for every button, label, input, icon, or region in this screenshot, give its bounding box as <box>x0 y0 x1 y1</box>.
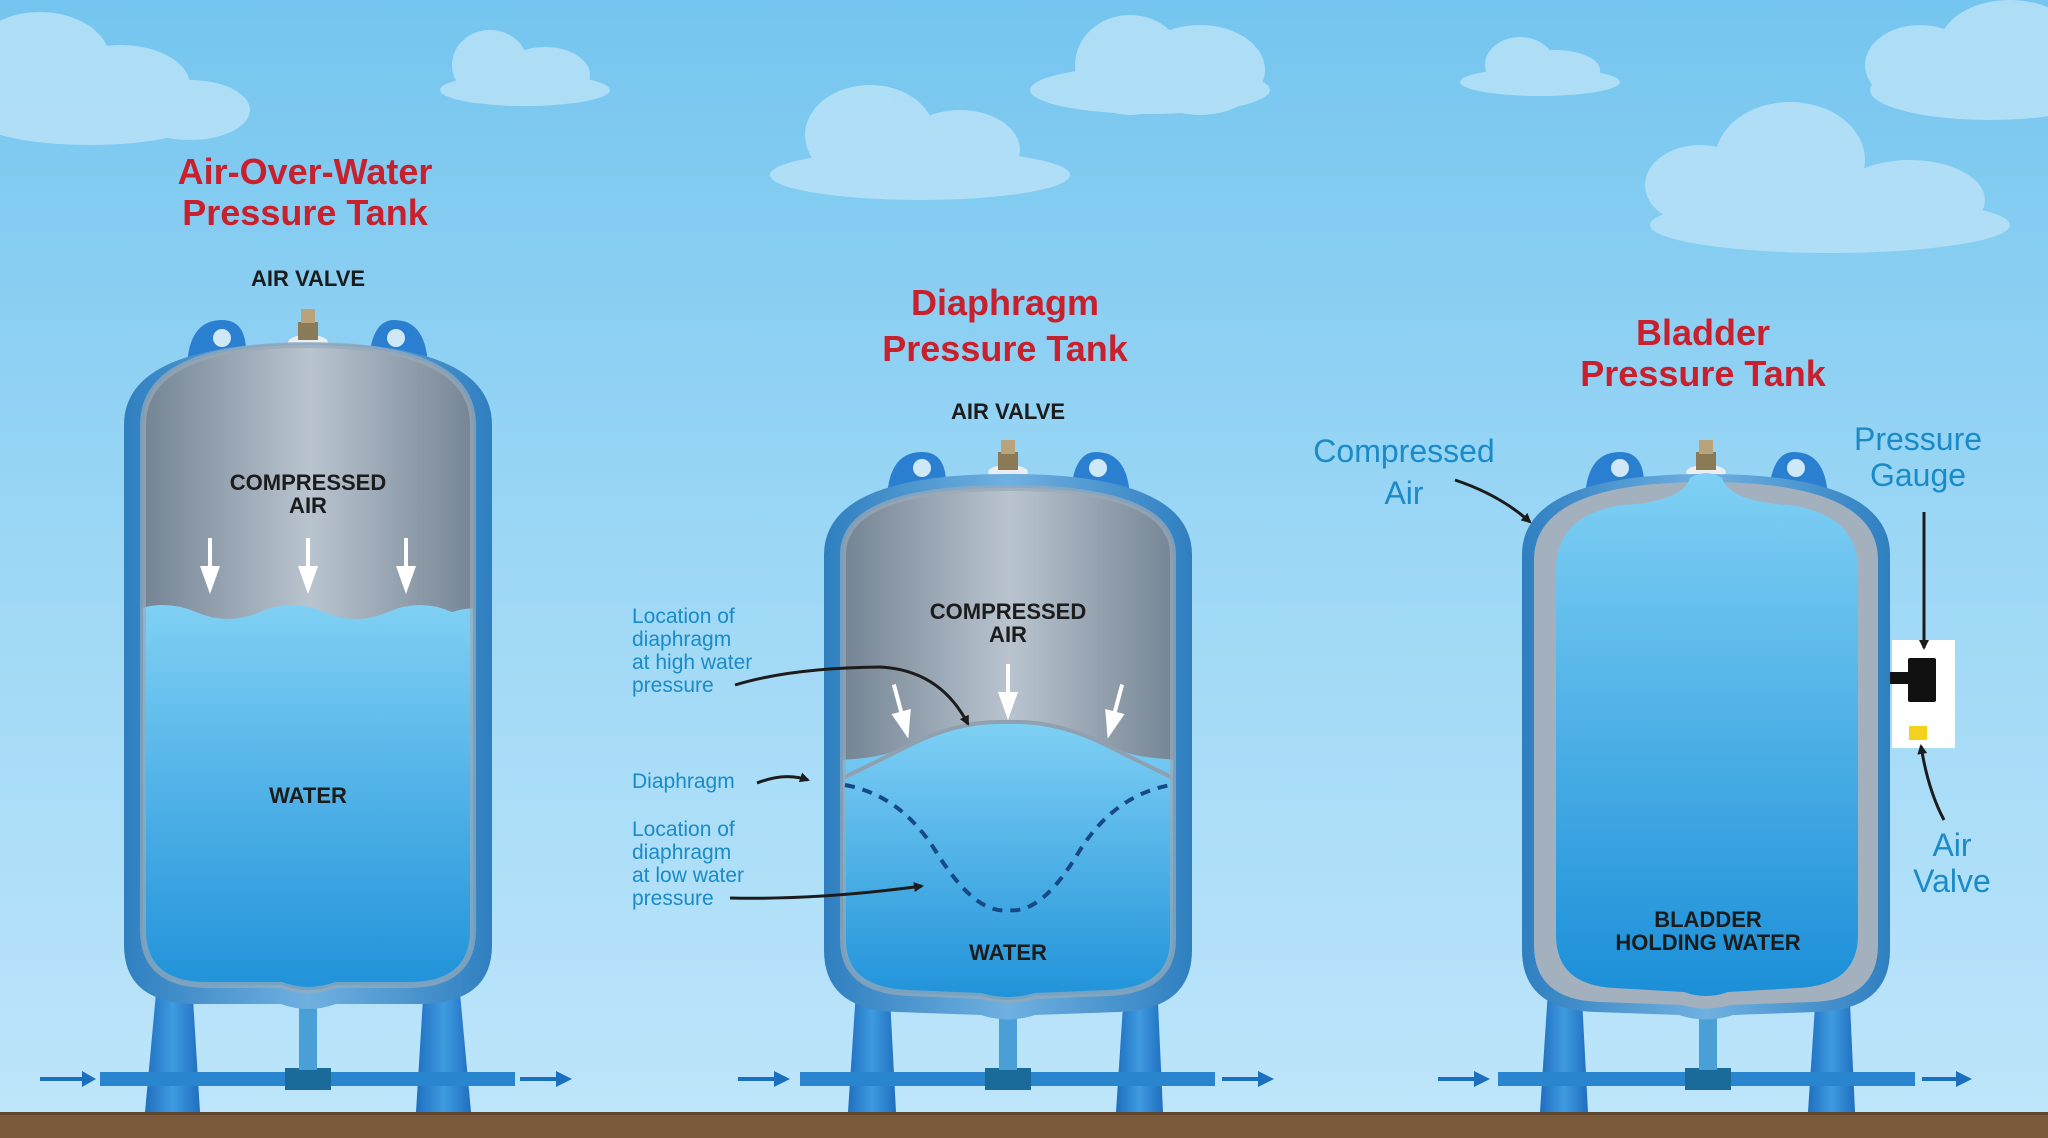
title-line: Pressure Tank <box>1580 353 1826 394</box>
down-arrow-icon <box>998 664 1018 720</box>
water-label: WATER <box>969 940 1047 965</box>
cloud-icon <box>1645 102 2010 253</box>
arrowhead-icon <box>1474 1071 1490 1087</box>
title-line: Bladder <box>1635 312 1771 353</box>
cloud-icon <box>770 85 1070 200</box>
title-line: Diaphragm <box>910 282 1100 323</box>
diaphragm-title: Diaphragm Pressure Tank <box>882 280 1127 372</box>
pipe-tee <box>1685 1068 1731 1090</box>
cloud-icon <box>440 30 610 106</box>
annotation-line: at high water <box>632 651 753 674</box>
annotation-line: Pressure <box>1853 421 1983 457</box>
clouds <box>0 0 2048 253</box>
compressed-air-pointer <box>1454 478 1532 524</box>
compressed-air-label: COMPRESSED AIR <box>930 600 1086 646</box>
pressure-arrows <box>891 664 1125 739</box>
air-valve-label: AIR VALVE <box>950 399 1066 424</box>
down-arrow-icon <box>891 684 911 739</box>
label-line: BLADDER <box>1654 907 1762 932</box>
annotation-line: pressure <box>632 674 714 697</box>
arrowhead-icon <box>1956 1071 1972 1087</box>
annotation-line: Location of <box>632 605 735 628</box>
bladder <box>1556 473 1858 996</box>
annotation-line: diaphragm <box>632 841 732 864</box>
bladder-title: Bladder Pressure Tank <box>1580 312 1825 394</box>
air-valve-pointer <box>1917 744 1946 821</box>
pressure-gauge-icon <box>1890 672 1908 684</box>
label-line: AIR <box>289 493 327 518</box>
bladder-tank <box>1438 440 1972 1112</box>
compressed-air-label: COMPRESSED AIR <box>230 471 386 517</box>
title-line: Air-Over-Water <box>177 151 433 192</box>
ground-edge <box>0 1112 2048 1115</box>
diaphragm-tank <box>729 440 1274 1112</box>
arrowhead-icon <box>82 1071 96 1087</box>
bladder-label: BLADDER HOLDING WATER <box>1615 908 1800 954</box>
annotation-line: Location of <box>632 818 735 841</box>
cloud-icon <box>1030 15 1270 115</box>
air-valve-label: AIR VALVE <box>250 266 366 291</box>
cloud-icon <box>1460 37 1620 96</box>
annotation-line: pressure <box>632 887 714 910</box>
low-pressure-pointer <box>729 882 924 900</box>
annotation-line: diaphragm <box>632 628 732 651</box>
annotation-line: Air <box>1384 475 1424 511</box>
pressure-gauge-annotation: Pressure Gauge <box>1848 421 1988 493</box>
label-line: COMPRESSED <box>929 599 1087 624</box>
cloud-icon <box>0 12 250 145</box>
down-arrow-icon <box>200 538 220 594</box>
air-valve-icon <box>1909 726 1927 740</box>
compressed-air-annotation: Compressed Air <box>1308 430 1500 514</box>
low-pressure-annotation: Location of diaphragm at low water press… <box>632 818 744 910</box>
air-over-water-title: Air-Over-Water Pressure Tank <box>178 151 433 233</box>
air-valve-icon <box>988 440 1028 479</box>
low-pressure-diaphragm-line <box>844 783 1172 913</box>
high-pressure-pointer <box>734 665 970 726</box>
pressure-gauge-icon <box>1908 658 1936 702</box>
annotation-line: Air <box>1932 827 1972 863</box>
down-arrow-icon <box>1105 684 1125 739</box>
air-valve-annotation: Air Valve <box>1902 827 2002 899</box>
label-line: HOLDING WATER <box>1615 930 1801 955</box>
label-line: COMPRESSED <box>229 470 387 495</box>
water-label: WATER <box>269 783 347 808</box>
ground <box>0 1112 2048 1138</box>
cloud-icon <box>1865 0 2048 120</box>
pipe-tee <box>285 1068 331 1090</box>
diaphragm-annotation: Diaphragm <box>632 770 735 793</box>
arrowhead-icon <box>774 1071 790 1087</box>
annotation-line: Gauge <box>1869 457 1967 493</box>
diaphragm-pointer <box>756 772 810 785</box>
air-over-water-tank <box>40 309 572 1112</box>
high-pressure-annotation: Location of diaphragm at high water pres… <box>632 605 752 697</box>
annotation-line: Compressed <box>1313 433 1495 469</box>
water-zone <box>843 721 1173 1000</box>
down-arrow-icon <box>298 538 318 594</box>
arrowhead-icon <box>1258 1071 1274 1087</box>
pipe-tee <box>985 1068 1031 1090</box>
pressure-arrows <box>200 538 416 594</box>
label-line: AIR <box>989 622 1027 647</box>
down-arrow-icon <box>396 538 416 594</box>
title-line: Pressure Tank <box>882 328 1128 369</box>
arrowhead-icon <box>556 1071 572 1087</box>
diaphragm-membrane <box>843 719 1173 780</box>
annotation-line: Valve <box>1913 863 1991 899</box>
title-line: Pressure Tank <box>182 192 428 233</box>
water-zone <box>143 605 473 990</box>
annotation-line: at low water <box>632 864 745 887</box>
